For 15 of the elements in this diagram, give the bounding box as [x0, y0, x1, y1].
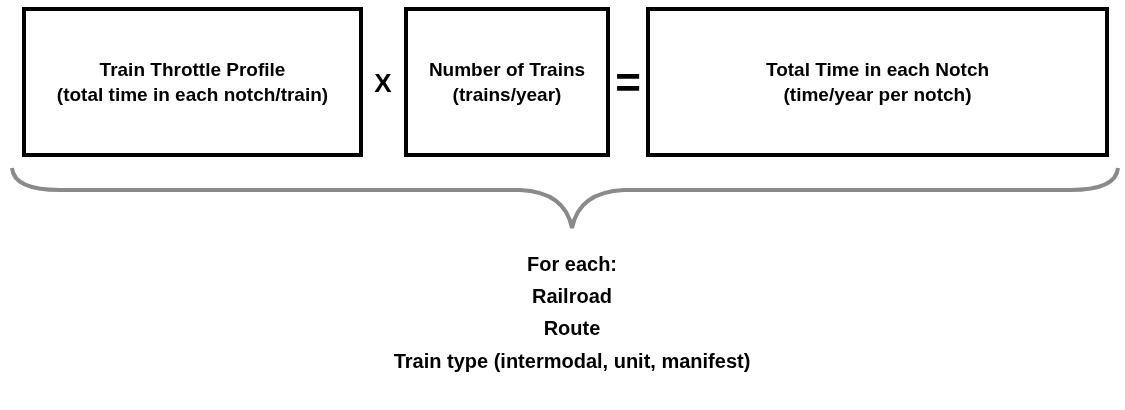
- note-text: Route: [543, 317, 601, 340]
- process-box: [404, 7, 610, 157]
- operator-symbol: X: [374, 68, 392, 99]
- box-subtitle: (total time in each notch/train): [56, 83, 329, 107]
- box-subtitle: (trains/year): [452, 83, 562, 107]
- note-text: Train type (intermodal, unit, manifest): [393, 350, 751, 373]
- note-text: For each:: [527, 253, 617, 276]
- box-heading: Number of Trains: [428, 58, 586, 82]
- operator-symbol: =: [615, 58, 641, 108]
- process-box: [22, 7, 363, 157]
- process-box: [646, 7, 1109, 157]
- box-heading: Total Time in each Notch: [765, 58, 990, 82]
- note-text: Railroad: [532, 285, 612, 308]
- box-subtitle: (time/year per notch): [783, 83, 972, 107]
- box-heading: Train Throttle Profile: [99, 58, 286, 82]
